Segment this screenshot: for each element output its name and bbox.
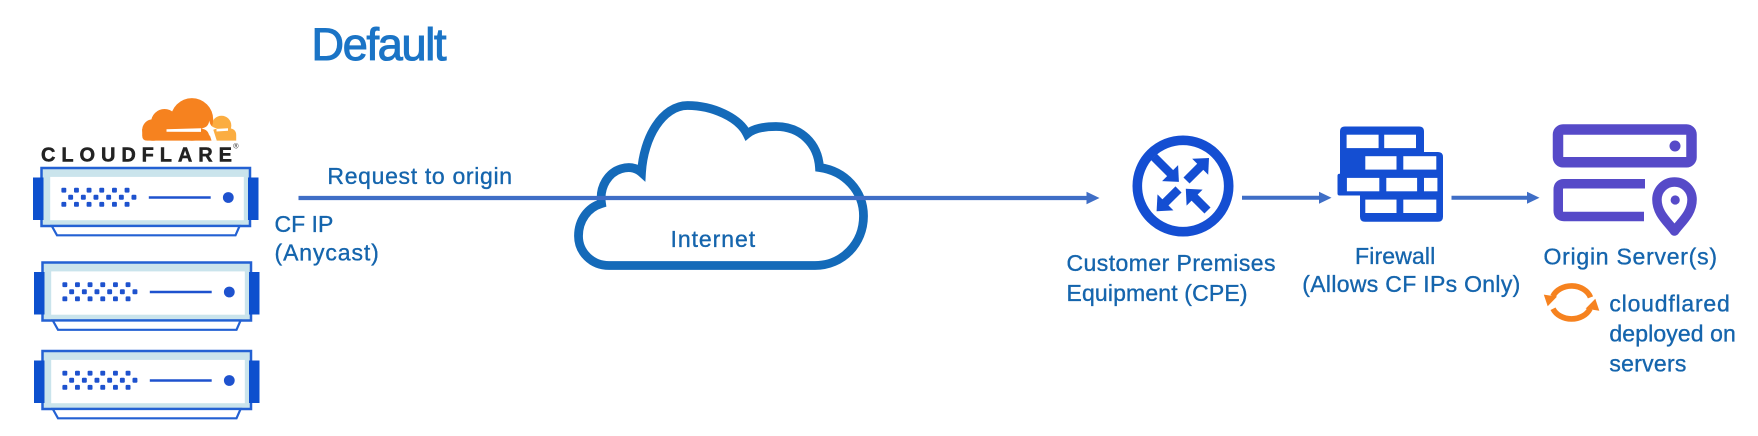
svg-text:(Allows CF IPs Only): (Allows CF IPs Only)	[1302, 271, 1520, 297]
svg-text:Equipment (CPE): Equipment (CPE)	[1067, 280, 1248, 306]
svg-text:CLOUDFLARE: CLOUDFLARE	[41, 145, 232, 167]
svg-text:servers: servers	[1609, 351, 1686, 377]
svg-text:CF IP: CF IP	[275, 211, 334, 237]
svg-text:®: ®	[233, 142, 239, 151]
svg-text:(Anycast): (Anycast)	[275, 239, 379, 265]
svg-text:Customer Premises: Customer Premises	[1067, 250, 1276, 276]
svg-text:deployed on: deployed on	[1609, 321, 1735, 347]
svg-text:Internet: Internet	[671, 226, 756, 252]
svg-text:Origin Server(s): Origin Server(s)	[1544, 244, 1718, 270]
svg-text:Firewall: Firewall	[1355, 243, 1435, 269]
svg-text:Request to origin: Request to origin	[327, 163, 512, 189]
svg-text:cloudflared: cloudflared	[1609, 291, 1729, 317]
svg-text:Default: Default	[312, 19, 447, 70]
